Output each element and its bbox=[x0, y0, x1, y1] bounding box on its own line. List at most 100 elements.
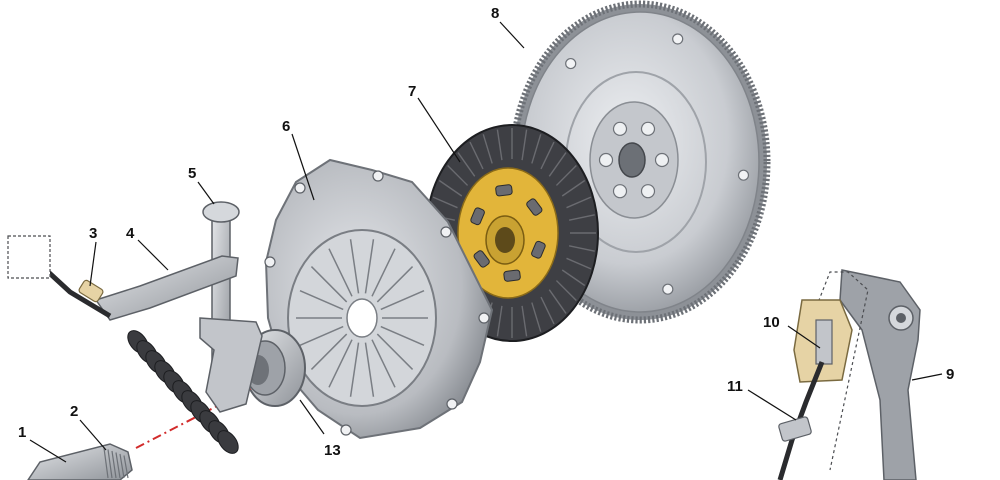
diaphragm-finger bbox=[310, 266, 348, 303]
diaphragm-finger bbox=[328, 339, 353, 388]
shaft-spline bbox=[119, 453, 125, 479]
clutch-disc-damper-springs bbox=[470, 184, 546, 282]
cover-mount-hole bbox=[440, 226, 452, 238]
damper-spring bbox=[531, 240, 546, 259]
diaphragm-finger bbox=[349, 342, 360, 397]
clutch-disc-groove bbox=[561, 269, 586, 287]
flywheel-bolt bbox=[640, 184, 656, 199]
diaphragm-finger bbox=[328, 248, 353, 297]
flywheel-center-bore bbox=[618, 142, 646, 178]
cover-mount-hole bbox=[264, 256, 276, 268]
callout-2: 2 bbox=[70, 403, 78, 420]
callout-9: 9 bbox=[946, 366, 954, 383]
release-bearing bbox=[244, 329, 306, 407]
callout-1: 1 bbox=[18, 424, 26, 441]
clutch-disc-groove bbox=[548, 152, 567, 177]
clutch-disc-groove bbox=[531, 302, 542, 332]
leader-5 bbox=[197, 181, 215, 205]
clutch-disc-groove bbox=[447, 165, 469, 186]
release-fork bbox=[94, 255, 263, 413]
clutch-disc-groove bbox=[555, 280, 577, 301]
clutch-disc-groove bbox=[496, 129, 503, 161]
cover-mount-hole bbox=[372, 170, 384, 182]
leader-8 bbox=[499, 21, 525, 49]
leader-6 bbox=[291, 133, 315, 201]
shaft-spline bbox=[123, 455, 129, 479]
shaft-spline bbox=[111, 450, 117, 479]
diaphragm-finger bbox=[371, 248, 396, 297]
leader-9 bbox=[911, 373, 943, 381]
leader-2 bbox=[79, 419, 107, 451]
cable-rubber-boot bbox=[127, 330, 239, 454]
flywheel-hub-bolts bbox=[598, 121, 670, 199]
clutch-disc-groove bbox=[531, 134, 542, 164]
clutch-disc-groove bbox=[540, 296, 555, 325]
clutch-disc-groove bbox=[548, 289, 567, 314]
callout-labels: 1 2 3 4 5 6 7 8 9 10 11 13 bbox=[18, 5, 954, 463]
clutch-disc-groove bbox=[438, 179, 463, 197]
flywheel-rim-hole bbox=[662, 283, 674, 295]
diaphragm-finger bbox=[376, 266, 414, 303]
callout-6: 6 bbox=[282, 118, 290, 135]
damper-spring bbox=[495, 184, 513, 197]
clutch-disc-groove bbox=[432, 196, 458, 209]
flywheel-rim-hole bbox=[565, 57, 577, 70]
diaphragm-finger bbox=[349, 239, 360, 294]
cover-mount-hole bbox=[294, 182, 306, 194]
flywheel-rim-hole bbox=[737, 169, 750, 181]
cable-adjuster bbox=[778, 416, 812, 442]
flywheel-bolt bbox=[654, 152, 670, 168]
callout-13: 13 bbox=[324, 442, 341, 459]
callout-10: 10 bbox=[763, 314, 780, 331]
cover-mount-hole bbox=[478, 312, 490, 324]
boot-corrugation bbox=[217, 430, 239, 454]
damper-spring bbox=[473, 250, 490, 268]
pedal-travel-outline bbox=[811, 271, 869, 471]
cover-mount-hole bbox=[340, 424, 352, 436]
cable-end-fitting-outline bbox=[7, 235, 51, 279]
clutch-disc-groove bbox=[555, 165, 577, 186]
clutch-disc-groove bbox=[482, 134, 493, 164]
leader-4 bbox=[137, 239, 169, 271]
clutch-disc-groove bbox=[496, 305, 503, 337]
shaft-spline bbox=[115, 452, 121, 479]
cover-mount-hole bbox=[446, 398, 458, 410]
diaphragm-finger bbox=[371, 339, 396, 388]
diaphragm-finger bbox=[376, 333, 414, 370]
clutch-disc-groove bbox=[566, 196, 592, 209]
diaphragm-finger bbox=[299, 289, 344, 311]
callout-8: 8 bbox=[491, 5, 499, 22]
callout-11: 11 bbox=[727, 378, 743, 395]
callout-5: 5 bbox=[188, 165, 196, 182]
leader-3 bbox=[89, 241, 97, 287]
clutch-pedal-lever bbox=[839, 269, 921, 480]
callout-7: 7 bbox=[408, 83, 416, 100]
pressure-plate bbox=[264, 158, 494, 440]
release-fork-yoke bbox=[199, 317, 263, 413]
clutch-disc-groove bbox=[521, 129, 528, 161]
flywheel-bolt bbox=[612, 184, 628, 199]
callout-3: 3 bbox=[89, 225, 97, 242]
clutch-disc-groove bbox=[457, 152, 476, 177]
clutch-disc-groove bbox=[561, 179, 586, 197]
pivot-pin-head bbox=[202, 201, 240, 223]
clutch-disc-groove bbox=[469, 141, 484, 170]
leader-11 bbox=[747, 389, 797, 421]
clutch-disc-groove bbox=[521, 305, 528, 337]
diaphragm-finger bbox=[380, 289, 425, 311]
damper-spring bbox=[503, 269, 521, 282]
diaphragm-finger bbox=[299, 325, 344, 347]
clutch-cable bbox=[7, 235, 239, 454]
diaphragm-spring-fingers bbox=[296, 239, 428, 397]
leader-10 bbox=[787, 325, 821, 349]
clutch-disc-groove bbox=[568, 245, 595, 252]
release-shaft-body bbox=[27, 443, 133, 480]
clutch-disc-groove bbox=[566, 257, 592, 270]
clutch-disc-groove bbox=[540, 141, 555, 170]
damper-spring bbox=[470, 207, 485, 226]
flywheel-rim-hole bbox=[672, 33, 684, 45]
release-fork-arm bbox=[94, 255, 239, 321]
shaft-spline bbox=[107, 449, 113, 479]
release-shaft-splines bbox=[103, 447, 129, 479]
